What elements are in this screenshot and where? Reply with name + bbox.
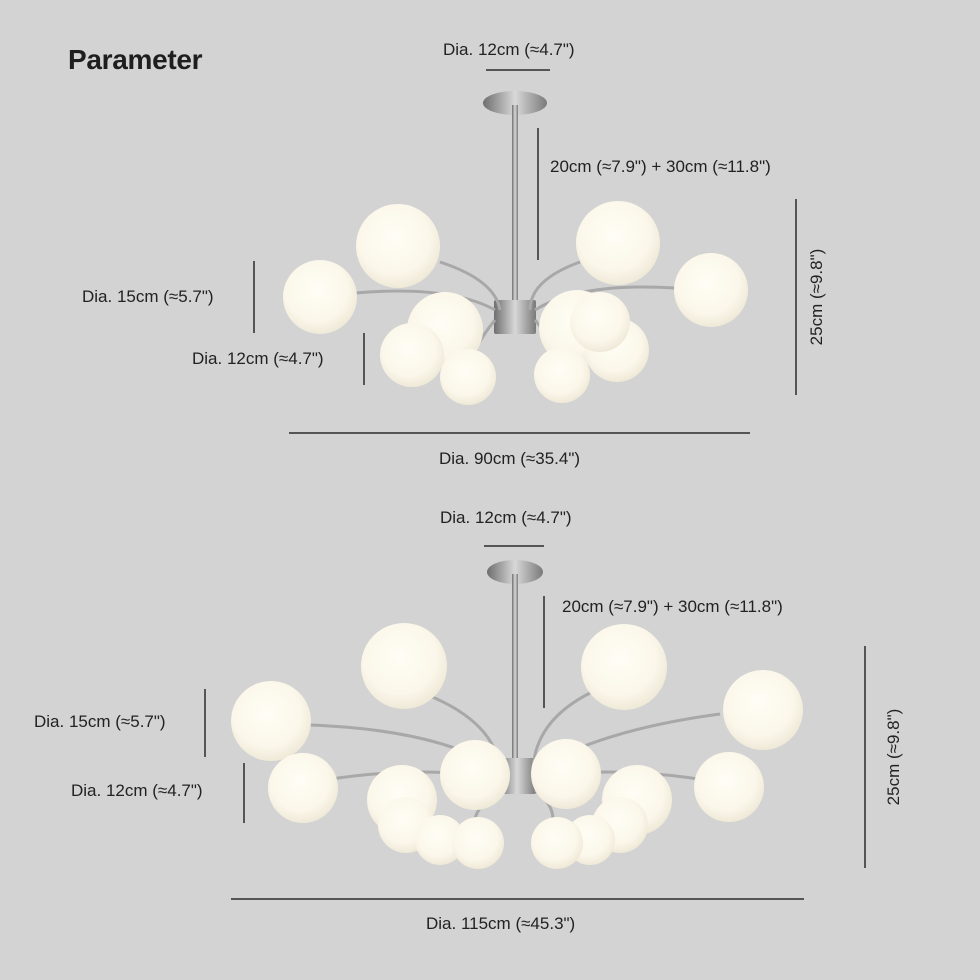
overall-diameter-line — [289, 432, 750, 434]
rod-length-label: 20cm (≈7.9") + 30cm (≈11.8") — [562, 597, 783, 616]
large-globe-diameter-label: Dia. 15cm (≈5.7") — [34, 712, 166, 731]
small-globe-diameter-label: Dia. 12cm (≈4.7") — [192, 349, 324, 368]
height-dimension-line — [864, 646, 866, 868]
height-dimension-line — [795, 199, 797, 395]
rod-dimension-line — [543, 596, 545, 708]
small-globe-dimension-line — [363, 333, 365, 385]
canopy-dimension-line — [486, 69, 550, 71]
overall-diameter-line — [231, 898, 804, 900]
large-globe-diameter-label: Dia. 15cm (≈5.7") — [82, 287, 214, 306]
small-globe-diameter-label: Dia. 12cm (≈4.7") — [71, 781, 203, 800]
canopy-diameter-label: Dia. 12cm (≈4.7") — [443, 40, 575, 59]
small-globe-dimension-line — [243, 763, 245, 823]
large-globe-dimension-line — [253, 261, 255, 333]
rod-length-label: 20cm (≈7.9") + 30cm (≈11.8") — [550, 157, 771, 176]
overall-diameter-label: Dia. 90cm (≈35.4") — [439, 449, 581, 468]
height-label: 25cm (≈9.8") — [884, 708, 903, 806]
page-title: Parameter — [68, 44, 203, 75]
rod-dimension-line — [537, 128, 539, 260]
large-globe-dimension-line — [204, 689, 206, 757]
overall-diameter-label: Dia. 115cm (≈45.3") — [426, 914, 576, 933]
canopy-dimension-line — [484, 545, 544, 547]
canopy-diameter-label: Dia. 12cm (≈4.7") — [440, 508, 572, 527]
